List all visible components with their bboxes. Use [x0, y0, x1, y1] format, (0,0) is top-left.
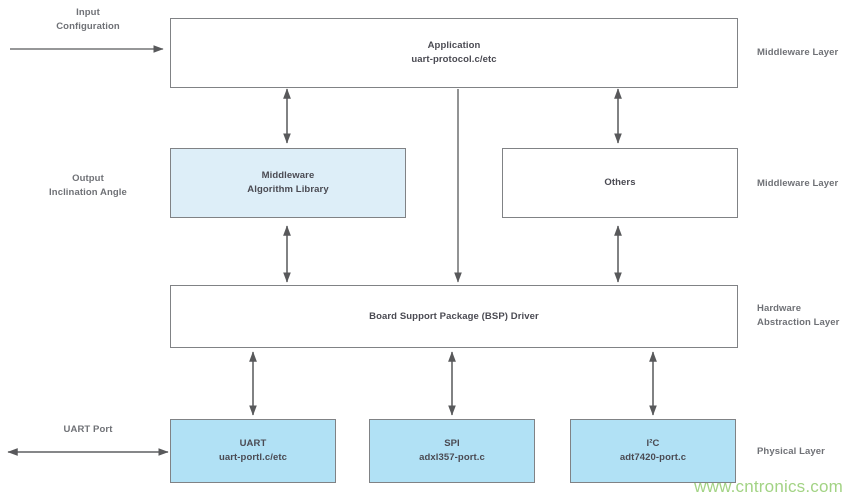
- box-spi[interactable]: SPI adxl357-port.c: [369, 419, 535, 483]
- box-middleware-title: Middleware: [261, 170, 315, 182]
- box-application-title: Application: [427, 40, 481, 52]
- box-i2c[interactable]: I²C adt7420-port.c: [570, 419, 736, 483]
- box-others-title: Others: [604, 177, 636, 189]
- watermark: www.cntronics.com: [694, 477, 843, 496]
- label-physical-layer: Physical Layer: [757, 446, 825, 457]
- box-uart-title: UART: [239, 438, 267, 450]
- box-application-subtitle: uart-protocol.c/etc: [411, 54, 497, 65]
- box-middleware-subtitle: Algorithm Library: [247, 184, 329, 195]
- box-bsp-driver-title: Board Support Package (BSP) Driver: [369, 310, 539, 322]
- box-uart[interactable]: UART uart-portl.c/etc: [170, 419, 336, 483]
- box-spi-title: SPI: [444, 438, 460, 450]
- box-application[interactable]: Application uart-protocol.c/etc: [170, 18, 738, 88]
- label-middleware-layer-mid: Middleware Layer: [757, 178, 839, 189]
- box-i2c-title: I²C: [646, 438, 660, 450]
- box-uart-subtitle: uart-portl.c/etc: [218, 452, 288, 463]
- box-bsp-driver[interactable]: Board Support Package (BSP) Driver: [170, 285, 738, 348]
- label-hardware-abstraction-layer: Hardware Abstraction Layer: [757, 303, 840, 329]
- box-middleware-algorithm-library[interactable]: Middleware Algorithm Library: [170, 148, 406, 218]
- label-input-configuration: Input Configuration: [56, 7, 120, 33]
- box-others[interactable]: Others: [502, 148, 738, 218]
- label-middleware-layer-top: Middleware Layer: [757, 47, 839, 58]
- label-uart-port: UART Port: [63, 424, 113, 435]
- label-output-inclination-angle: Output Inclination Angle: [49, 173, 127, 199]
- box-i2c-subtitle: adt7420-port.c: [619, 452, 687, 463]
- box-spi-subtitle: adxl357-port.c: [419, 452, 485, 463]
